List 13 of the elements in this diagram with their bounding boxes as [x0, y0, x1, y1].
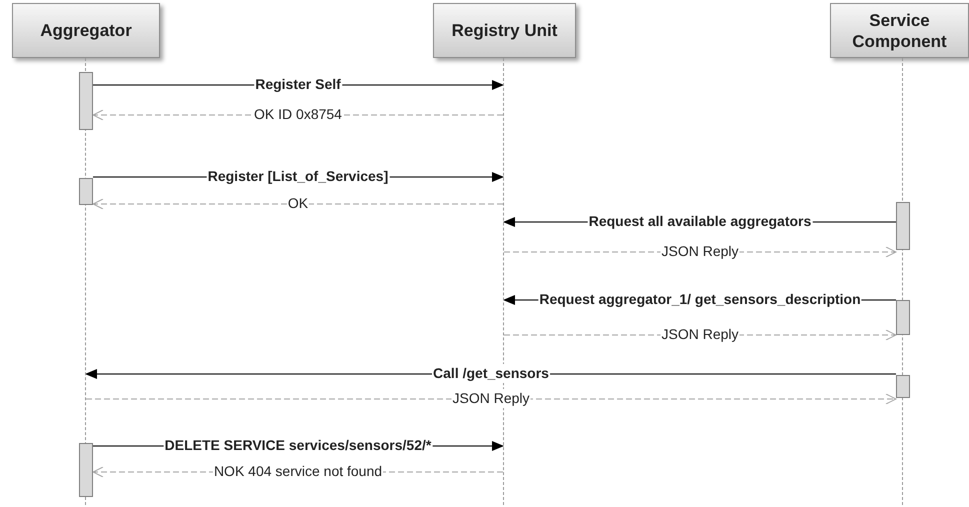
- activation-bar: [896, 300, 910, 335]
- reply-arrow: [92, 198, 504, 210]
- message-label: Call /get_sensors: [432, 364, 550, 383]
- activation-bar: [79, 178, 93, 205]
- activation-bar: [896, 202, 910, 250]
- message-label: JSON Reply: [451, 389, 531, 408]
- activation-bar: [896, 375, 910, 398]
- reply-arrow: [86, 394, 896, 404]
- lifeline-header: Registry Unit: [433, 3, 576, 58]
- lifeline-header: Aggregator: [12, 3, 160, 58]
- activation-bar: [79, 443, 93, 497]
- activation-bar: [79, 72, 93, 130]
- lifeline-header: Service Component: [830, 3, 969, 58]
